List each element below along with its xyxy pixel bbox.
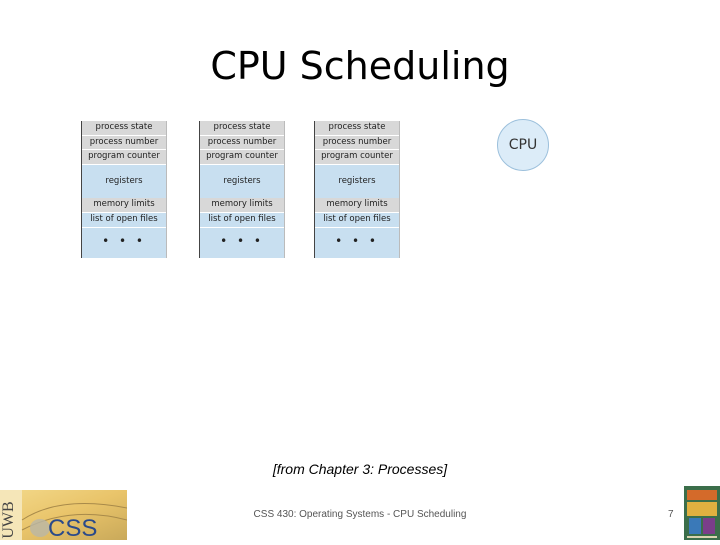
slide-footer: CSS 430: Operating Systems - CPU Schedul… xyxy=(253,509,467,520)
pcb-field-registers: registers xyxy=(200,165,284,198)
pcb-field-process-state: process state xyxy=(315,121,399,136)
cpu-circle: CPU xyxy=(497,119,549,171)
pcb-field-open-files: list of open files xyxy=(315,213,399,228)
pcb-field-program-counter: program counter xyxy=(82,150,166,165)
pcb-field-memory-limits: memory limits xyxy=(315,198,399,213)
pcb-field-process-state: process state xyxy=(200,121,284,136)
uwb-css-logo-icon: UWB CSS xyxy=(0,490,127,540)
pcb-field-ellipsis: • • • xyxy=(82,228,166,258)
pcb-field-memory-limits: memory limits xyxy=(82,198,166,213)
pcb-block-1: process state process number program cou… xyxy=(81,121,167,258)
pcb-block-3: process state process number program cou… xyxy=(314,121,400,258)
pcb-field-program-counter: program counter xyxy=(315,150,399,165)
pcb-field-open-files: list of open files xyxy=(82,213,166,228)
logo-side-text: UWB xyxy=(0,501,17,538)
pcb-field-process-number: process number xyxy=(200,136,284,150)
pcb-field-registers: registers xyxy=(315,165,399,198)
pcb-field-open-files: list of open files xyxy=(200,213,284,228)
pcb-field-registers: registers xyxy=(82,165,166,198)
logo-text: CSS xyxy=(48,515,97,540)
pcb-field-process-number: process number xyxy=(82,136,166,150)
slide-caption: [from Chapter 3: Processes] xyxy=(272,461,448,477)
pcb-field-process-state: process state xyxy=(82,121,166,136)
pcb-field-ellipsis: • • • xyxy=(200,228,284,258)
pcb-field-process-number: process number xyxy=(315,136,399,150)
pcb-block-2: process state process number program cou… xyxy=(199,121,285,258)
slide-title: CPU Scheduling xyxy=(210,44,510,88)
page-number: 7 xyxy=(668,509,674,520)
pcb-field-memory-limits: memory limits xyxy=(200,198,284,213)
pcb-field-program-counter: program counter xyxy=(200,150,284,165)
uwb-css-logo: UWB CSS xyxy=(0,490,127,540)
textbook-cover-image xyxy=(684,486,720,540)
pcb-field-ellipsis: • • • xyxy=(315,228,399,258)
book-cover-icon xyxy=(684,486,720,540)
